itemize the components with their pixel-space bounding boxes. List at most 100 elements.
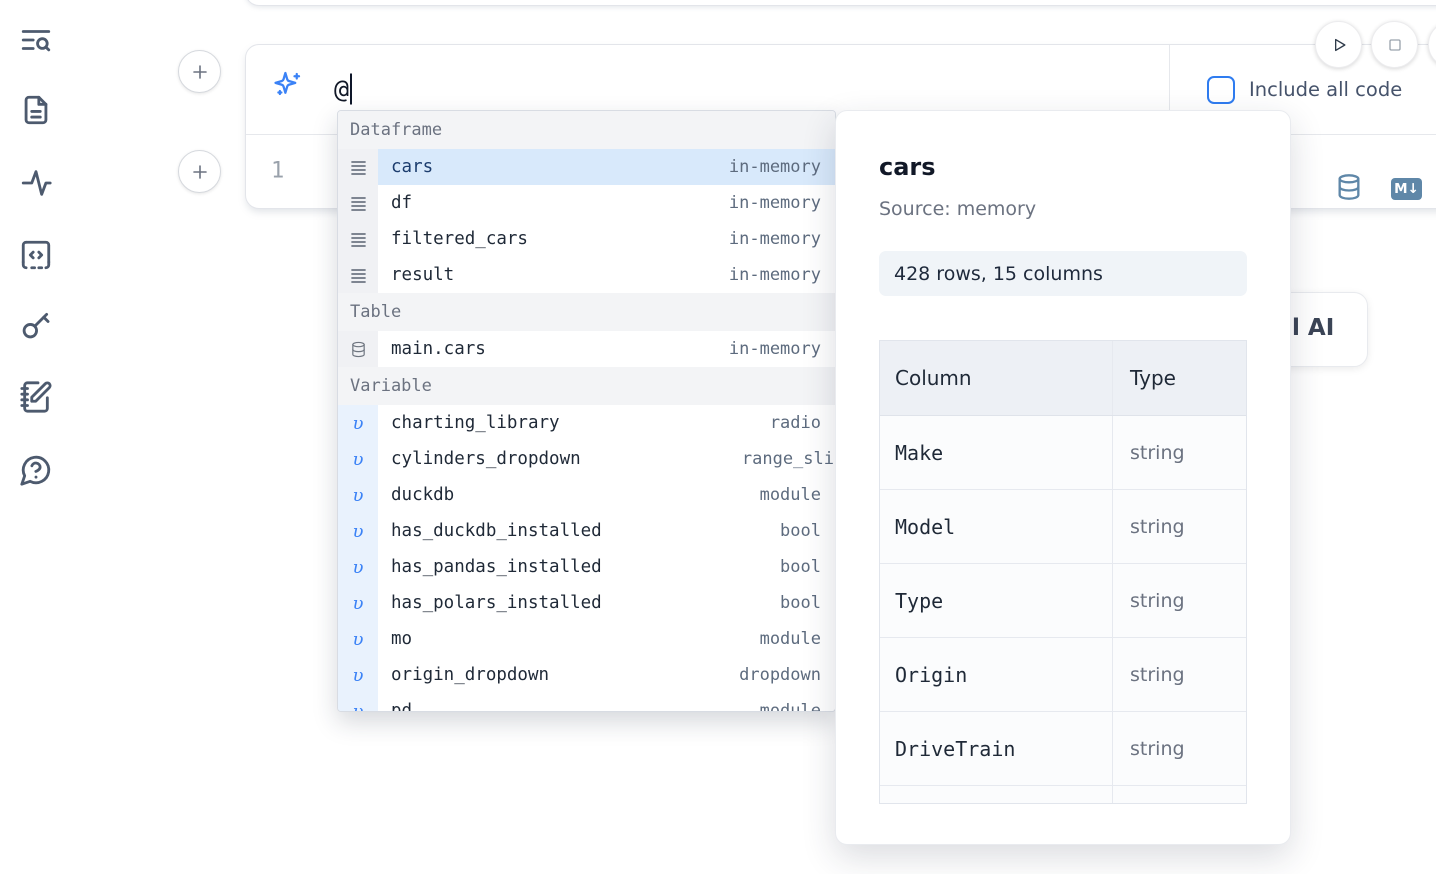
column-name: Make (895, 440, 944, 465)
add-cell-below-button[interactable] (178, 150, 221, 193)
file-text-icon[interactable] (19, 93, 53, 127)
markdown-icon[interactable]: M↓ (1391, 178, 1422, 200)
dataframe-icon (338, 149, 378, 185)
schema-header-row: Column Type (880, 341, 1246, 416)
autocomplete-item[interactable]: υ mo module (338, 621, 835, 657)
column-header: Column (895, 366, 972, 390)
autocomplete-item[interactable]: υ origin_dropdown dropdown (338, 657, 835, 693)
play-icon (1334, 38, 1345, 51)
item-type: radio (769, 413, 821, 433)
preview-source: Source: memory (879, 198, 1037, 220)
item-name: cylinders_dropdown (391, 449, 581, 469)
item-name: origin_dropdown (391, 665, 550, 685)
autocomplete-item[interactable]: result in-memory (338, 257, 835, 293)
schema-row: Origin string (880, 638, 1246, 712)
column-name: Type (895, 588, 944, 613)
ai-prompt-input[interactable]: @ Include all code (246, 45, 1436, 135)
autocomplete-item[interactable]: main.cars in-memory (338, 331, 835, 367)
item-name: has_duckdb_installed (391, 521, 602, 541)
activity-icon[interactable] (19, 166, 53, 200)
variable-icon: υ (338, 693, 378, 711)
stop-button[interactable] (1371, 21, 1418, 68)
item-name: main.cars (391, 339, 486, 359)
previous-cell-edge (245, 0, 1436, 6)
variable-icon: υ (338, 585, 378, 621)
schema-table: Column Type Make string Model string Typ… (879, 340, 1247, 804)
autocomplete-item[interactable]: υ pd module (338, 693, 835, 712)
variable-icon: υ (338, 477, 378, 513)
autocomplete-item[interactable]: υ has_pandas_installed bool (338, 549, 835, 585)
item-name: has_pandas_installed (391, 557, 602, 577)
list-search-icon[interactable] (19, 23, 53, 57)
dataframe-preview-panel: cars Source: memory 428 rows, 15 columns… (835, 110, 1291, 845)
item-type: in-memory (728, 229, 821, 249)
item-name: filtered_cars (391, 229, 528, 249)
item-name: result (391, 265, 455, 285)
autocomplete-item[interactable]: cars in-memory (338, 149, 835, 185)
code-square-icon[interactable] (19, 238, 53, 272)
database-icon[interactable] (1335, 173, 1363, 201)
item-type: in-memory (728, 265, 821, 285)
autocomplete-item[interactable]: υ has_duckdb_installed bool (338, 513, 835, 549)
variable-icon: υ (338, 405, 378, 441)
item-name: pd (391, 701, 413, 712)
autocomplete-item[interactable]: υ cylinders_dropdown range_sli (338, 441, 835, 477)
column-name: Model (895, 514, 956, 539)
item-type: module (759, 701, 821, 712)
run-button[interactable] (1315, 21, 1362, 68)
add-cell-above-button[interactable] (178, 50, 221, 93)
text-cursor (350, 73, 353, 105)
section-header-dataframe: Dataframe (338, 111, 835, 149)
dataframe-icon (338, 221, 378, 257)
code-editor[interactable]: 1 (246, 134, 1436, 208)
variable-icon: υ (338, 549, 378, 585)
autocomplete-item[interactable]: υ duckdb module (338, 477, 835, 513)
column-name: Origin (895, 662, 968, 687)
include-code-zone: Include all code (1169, 45, 1436, 134)
item-name: has_polars_installed (391, 593, 602, 613)
include-all-code-label: Include all code (1249, 78, 1403, 101)
item-type: dropdown (739, 665, 821, 685)
item-type: bool (780, 557, 821, 577)
sparkles-icon (273, 70, 303, 100)
autocomplete-item[interactable]: filtered_cars in-memory (338, 221, 835, 257)
item-type: module (759, 629, 821, 649)
type-header: Type (1130, 366, 1176, 390)
plus-icon (192, 64, 207, 79)
autocomplete-item[interactable]: υ has_polars_installed bool (338, 585, 835, 621)
dataframe-icon (338, 185, 378, 221)
item-type: bool (780, 593, 821, 613)
item-type: bool (780, 521, 821, 541)
dataframe-icon (338, 257, 378, 293)
item-name: charting_library (391, 413, 560, 433)
help-chat-icon[interactable] (19, 453, 53, 487)
autocomplete-item[interactable]: df in-memory (338, 185, 835, 221)
database-icon (338, 331, 378, 367)
preview-title: cars (879, 153, 936, 181)
variable-icon: υ (338, 441, 378, 477)
include-all-code-checkbox[interactable] (1207, 75, 1235, 104)
line-number: 1 (271, 158, 285, 184)
key-icon[interactable] (19, 308, 53, 342)
item-name: duckdb (391, 485, 455, 505)
schema-row: Make string (880, 416, 1246, 490)
column-type: string (1130, 441, 1185, 464)
column-type: string (1130, 515, 1185, 538)
item-type: in-memory (728, 339, 821, 359)
stop-icon (1388, 38, 1401, 51)
schema-row: Type string (880, 564, 1246, 638)
variable-icon: υ (338, 513, 378, 549)
notebook-pen-icon[interactable] (19, 380, 53, 414)
item-type: module (759, 485, 821, 505)
ai-prompt-value: @ (334, 73, 353, 105)
column-type: string (1130, 589, 1185, 612)
variable-icon: υ (338, 621, 378, 657)
autocomplete-item[interactable]: υ charting_library radio (338, 405, 835, 441)
schema-row: Model string (880, 490, 1246, 564)
ai-card-label: l AI (1292, 315, 1335, 341)
shape-badge: 428 rows, 15 columns (879, 251, 1247, 296)
section-header-variable: Variable (338, 367, 835, 405)
item-type: in-memory (728, 157, 821, 177)
item-type: range_sli (741, 449, 834, 469)
column-name: DriveTrain (895, 736, 1016, 761)
